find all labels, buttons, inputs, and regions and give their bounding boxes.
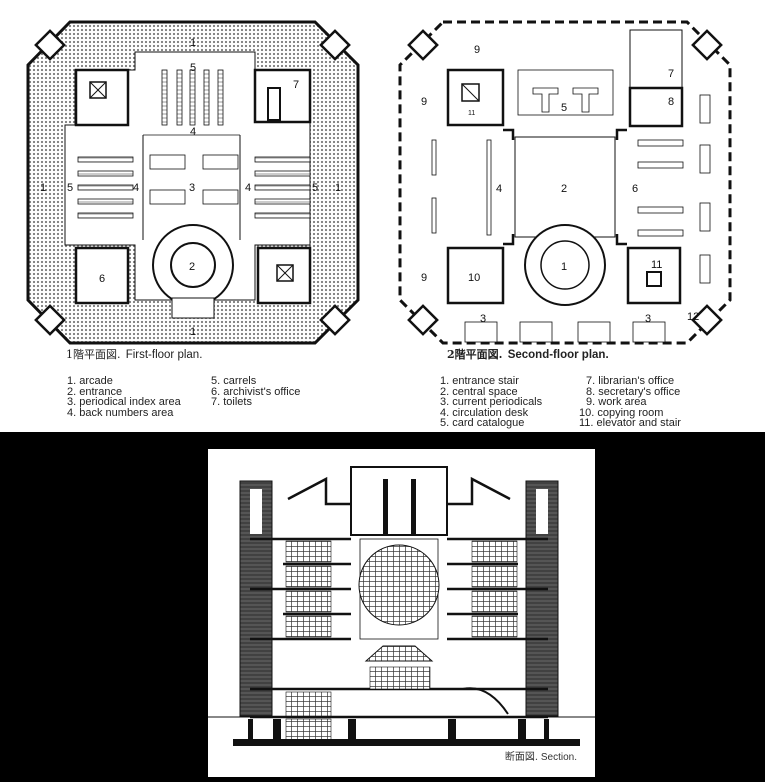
section-caption-jp: 断面図. [504, 752, 539, 763]
label-8: 8 [668, 96, 674, 108]
label-5-right: 5 [312, 182, 318, 194]
first-floor-caption: 1階平面図. First-floor plan. [66, 346, 202, 362]
label-5: 5 [561, 102, 567, 114]
legend-item: 11. elevator and stair [579, 417, 681, 429]
label-2: 2 [561, 183, 567, 195]
legend-item: 4. circulation desk [440, 406, 529, 419]
label-3-left: 3 [480, 313, 486, 325]
label-7: 7 [293, 79, 299, 91]
second-floor-plan: 1 2 3 3 4 5 6 7 8 9 9 9 10 11 11 12 2階平面… [385, 0, 765, 429]
legend-item: 7. toilets [211, 396, 252, 408]
label-3: 3 [189, 182, 195, 194]
label-4-top: 4 [190, 126, 196, 138]
section-drawing [208, 466, 595, 746]
legend-item: 3. current periodicals [440, 396, 543, 408]
legend-item: 7. librarian's office [586, 376, 675, 387]
legend-item: 5. card catalogue [440, 417, 525, 429]
legend-item: 1. entrance stair [440, 376, 519, 387]
label-4: 4 [496, 183, 502, 195]
legend-item: 4. back numbers area [67, 406, 174, 419]
label-1-left: 1 [40, 182, 46, 194]
first-floor-legend: 1. arcade 2. entrance 3. periodical inde… [67, 376, 367, 422]
legend-item: 2. central space [440, 385, 518, 398]
label-5-left: 5 [67, 182, 73, 194]
label-12: 12 [687, 311, 699, 323]
label-11: 11 [651, 259, 662, 271]
legend-item: 3. periodical index area [67, 396, 181, 408]
legend-item: 1. arcade [67, 375, 113, 387]
section-caption: 断面図. Section. [505, 748, 577, 763]
label-9-left: 9 [421, 96, 427, 108]
legend-item: 10. copying room [579, 406, 664, 419]
label-3-right: 3 [645, 313, 651, 325]
legend-item: 2. entrance [67, 385, 123, 398]
second-floor-caption: 2階平面図. Second-floor plan. [447, 346, 609, 362]
legend-item: 5. carrels [211, 375, 257, 387]
label-6: 6 [99, 273, 105, 285]
first-floor-plan-drawing: 1 1 1 1 2 3 4 4 4 5 5 5 6 7 [26, 20, 360, 345]
label-11-small: 11 [468, 110, 475, 117]
second-floor-legend: 1. entrance stair 2. central space 3. cu… [440, 376, 760, 432]
section-panel: 断面図. Section. [208, 449, 595, 777]
label-4-right: 4 [245, 182, 251, 194]
second-floor-plan-drawing: 1 2 3 3 4 5 6 7 8 9 9 9 10 11 11 12 [398, 20, 732, 345]
label-9-top: 9 [474, 44, 480, 56]
label-1-right: 1 [335, 182, 341, 194]
second-floor-caption-jp: 2階平面図. [447, 348, 503, 361]
second-floor-caption-en: Second-floor plan. [507, 349, 609, 361]
label-1-bottom: 1 [190, 326, 196, 338]
legend-item: 6. archivist's office [211, 385, 301, 398]
floor-plans-panel: 1 1 1 1 2 3 4 4 4 5 5 5 6 7 1階平面図. First… [0, 0, 765, 432]
legend-item: 8. secretary's office [586, 385, 681, 398]
section-caption-en: Section. [540, 752, 577, 763]
label-10: 10 [468, 272, 480, 284]
first-floor-caption-en: First-floor plan. [125, 349, 203, 361]
label-9-bottom: 9 [421, 272, 427, 284]
label-5-top: 5 [190, 62, 196, 74]
label-1: 1 [561, 261, 567, 273]
label-7: 7 [668, 68, 674, 80]
first-floor-caption-jp: 1階平面図. [66, 348, 121, 361]
legend-item: 9. work area [586, 396, 647, 408]
label-2: 2 [189, 261, 195, 273]
label-6: 6 [632, 183, 638, 195]
first-floor-plan: 1 1 1 1 2 3 4 4 4 5 5 5 6 7 1階平面図. First… [0, 0, 380, 418]
label-4-left: 4 [133, 182, 139, 194]
label-1-top: 1 [190, 37, 196, 49]
